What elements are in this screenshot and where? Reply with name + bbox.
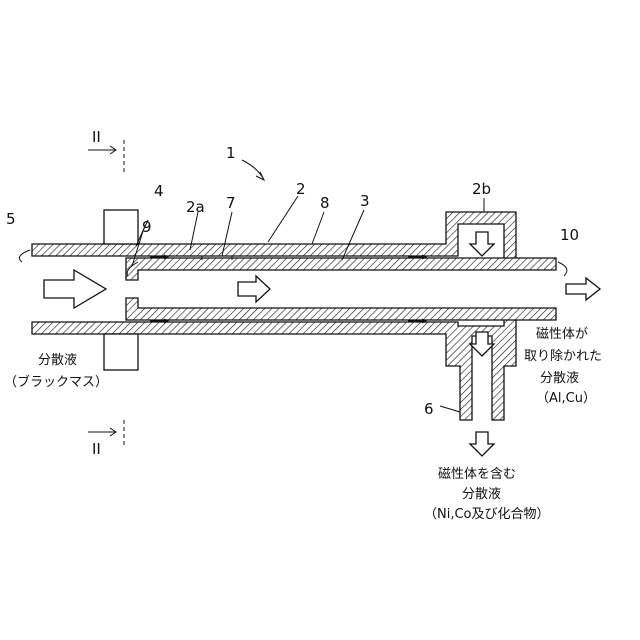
label-9: 9 — [142, 218, 152, 236]
caption-outlet-4: （Al,Cu） — [536, 391, 596, 406]
inner-flow-arrow — [238, 276, 270, 302]
2b-down-arrow — [470, 232, 494, 256]
outlet-flow-arrow — [566, 278, 600, 300]
inlet-left-curve — [19, 250, 30, 262]
caption-inlet-2: （ブラックマス） — [4, 374, 108, 390]
part-4-lower — [104, 334, 138, 370]
part-4-upper — [104, 210, 138, 244]
label-3: 3 — [360, 192, 370, 210]
label-8: 8 — [320, 194, 330, 212]
inner-pipe-bottom-wall — [126, 298, 556, 320]
bottom-down-arrow — [470, 432, 494, 456]
caption-outlet-2: 取り除かれた — [524, 349, 602, 364]
leader-lines — [132, 160, 484, 412]
label-4: 4 — [154, 182, 164, 200]
label-2: 2 — [296, 180, 306, 198]
label-2b: 2b — [472, 180, 491, 198]
label-section-top: II — [92, 128, 101, 146]
label-1: 1 — [226, 144, 236, 162]
inlet-flow-arrow — [44, 270, 106, 308]
inner-pipe-top-wall — [126, 258, 556, 280]
label-section-bottom: II — [92, 440, 101, 458]
caption-bottom-1: 磁性体を含む — [438, 466, 516, 482]
label-7: 7 — [226, 194, 236, 212]
label-10: 10 — [560, 226, 579, 244]
caption-bottom-2: 分散液 — [462, 487, 501, 502]
caption-outlet-3: 分散液 — [540, 371, 579, 386]
caption-bottom-3: （Ni,Co及び化合物） — [424, 507, 550, 522]
label-5: 5 — [6, 210, 16, 228]
label-2a: 2a — [186, 198, 205, 216]
caption-inlet-1: 分散液 — [38, 353, 77, 368]
label-6: 6 — [424, 400, 434, 418]
outlet-right-curve — [558, 262, 567, 276]
caption-outlet-1: 磁性体が — [536, 327, 588, 342]
